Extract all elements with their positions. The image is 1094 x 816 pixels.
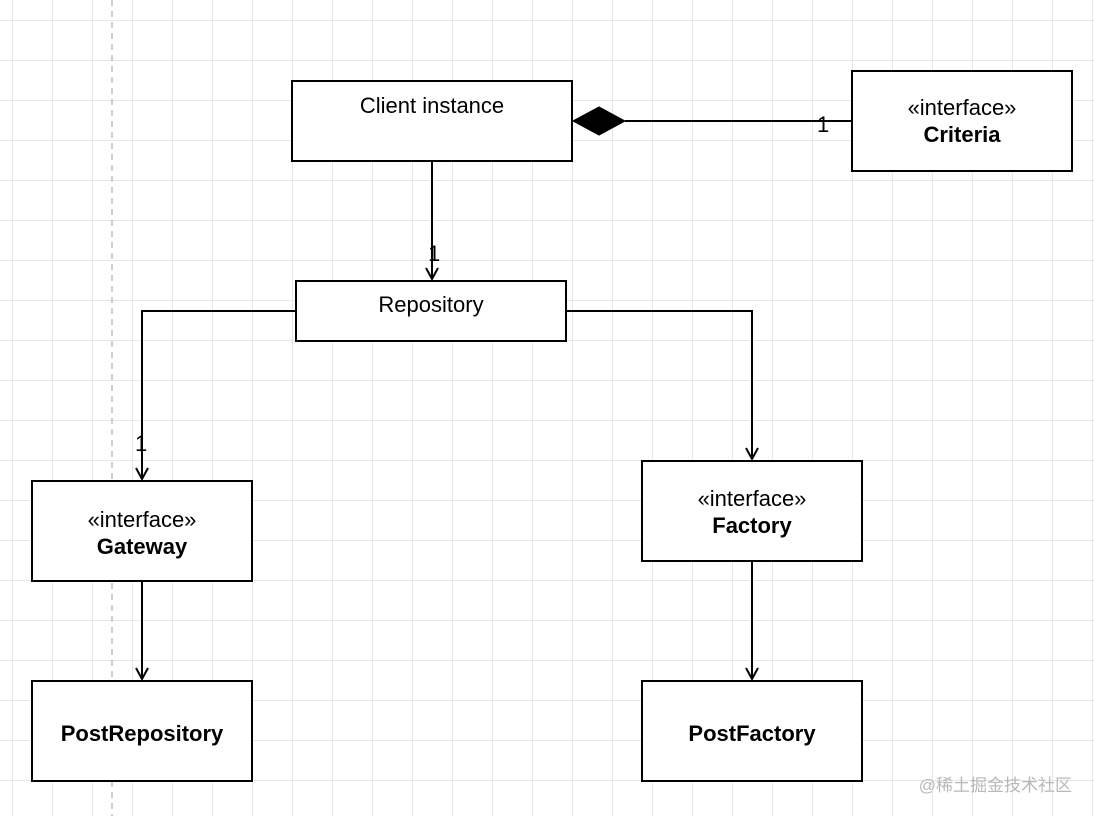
postfactory-name: PostFactory [688, 721, 816, 746]
edge-repository-gateway [142, 310, 295, 479]
factory-node[interactable]: «interface» Factory [641, 460, 863, 562]
gateway-name: Gateway [96, 534, 188, 559]
factory-name: Factory [712, 513, 792, 538]
criteria-name: Criteria [923, 122, 1001, 147]
postrepository-name: PostRepository [60, 721, 224, 746]
repository-label: Repository [378, 292, 484, 317]
criteria-node[interactable]: «interface» Criteria [851, 70, 1073, 172]
multiplicity-criteria-client: 1 [817, 112, 830, 137]
multiplicity-client-repository: 1 [428, 241, 441, 266]
client-instance-label: Client instance [359, 93, 505, 118]
gateway-node[interactable]: «interface» Gateway [31, 480, 253, 582]
edge-repository-factory [567, 310, 752, 459]
multiplicity-repository-gateway: 1 [135, 431, 148, 456]
postfactory-node[interactable]: PostFactory [641, 680, 863, 782]
watermark: @稀土掘金技术社区 [918, 776, 1072, 795]
criteria-stereotype: «interface» [907, 95, 1017, 120]
postrepository-node[interactable]: PostRepository [31, 680, 253, 782]
factory-stereotype: «interface» [697, 486, 807, 511]
client-instance-node[interactable]: Client instance [291, 80, 573, 162]
repository-node[interactable]: Repository [295, 280, 567, 342]
gateway-stereotype: «interface» [87, 507, 197, 532]
composition-diamond [571, 106, 627, 136]
